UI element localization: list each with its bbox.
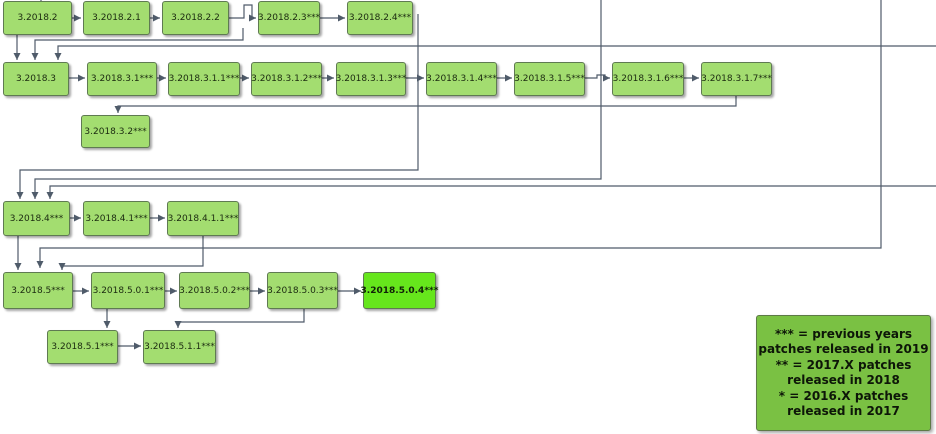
legend-line-5: * = 2016.X patches	[778, 388, 909, 403]
edge-2-2-to-2-3	[229, 4, 256, 22]
node-3-2018-5-0-3[interactable]: 3.2018.5.0.3***	[267, 272, 338, 309]
edge-from-right-1	[54, 45, 936, 60]
node-3-2018-4-1-1[interactable]: 3.2018.4.1.1***	[167, 201, 239, 236]
legend-line-1: *** = previous years	[774, 326, 913, 341]
node-3-2018-3-1-2[interactable]: 3.2018.3.1.2***	[251, 62, 322, 96]
legend-line-6: released in 2017	[787, 404, 900, 418]
node-3-2018-3[interactable]: 3.2018.3	[3, 62, 69, 96]
node-3-2018-5-1[interactable]: 3.2018.5.1***	[47, 330, 118, 364]
node-3-2018-3-1-6[interactable]: 3.2018.3.1.6***	[612, 62, 684, 96]
edge-2-4-to-4	[16, 14, 419, 199]
node-3-2018-3-1-3[interactable]: 3.2018.3.1.3***	[336, 62, 406, 96]
node-3-2018-2-3[interactable]: 3.2018.2.3***	[258, 1, 320, 35]
legend-line-4: released in 2018	[787, 373, 900, 387]
node-3-2018-3-1-7[interactable]: 3.2018.3.1.7***	[701, 62, 772, 96]
node-3-2018-5-0-1[interactable]: 3.2018.5.0.1***	[91, 272, 165, 309]
edge-2-2-to-3	[31, 28, 244, 60]
node-3-2018-2-1[interactable]: 3.2018.2.1	[83, 1, 150, 35]
node-3-2018-2[interactable]: 3.2018.2	[3, 1, 72, 35]
node-3-2018-5[interactable]: 3.2018.5***	[3, 272, 73, 309]
node-3-2018-2-4[interactable]: 3.2018.2.4***	[347, 1, 413, 35]
node-3-2018-3-2[interactable]: 3.2018.3.2***	[81, 115, 150, 148]
node-3-2018-4[interactable]: 3.2018.4***	[3, 201, 70, 236]
node-3-2018-5-0-2[interactable]: 3.2018.5.0.2***	[179, 272, 250, 309]
legend-line-3: ** = 2017.X patches	[775, 357, 912, 372]
edge-5-0-3-to-5-1-1	[174, 309, 305, 328]
node-3-2018-2-2[interactable]: 3.2018.2.2	[162, 1, 229, 35]
node-3-2018-3-1-5[interactable]: 3.2018.3.1.5***	[514, 62, 585, 96]
node-3-2018-5-1-1[interactable]: 3.2018.5.1.1***	[143, 330, 216, 364]
node-3-2018-3-1-4[interactable]: 3.2018.3.1.4***	[426, 62, 497, 96]
node-3-2018-4-1[interactable]: 3.2018.4.1***	[83, 201, 150, 236]
edge-from-right-2	[46, 185, 936, 199]
edge-3-1-5-to-3-1-6	[585, 74, 610, 82]
legend-line-2: patches released in 2019	[758, 342, 929, 356]
legend-box: *** = previous years patches released in…	[756, 315, 931, 431]
edge-4-1-1-to-5	[58, 236, 204, 270]
node-3-2018-3-1[interactable]: 3.2018.3.1***	[87, 62, 157, 96]
node-3-2018-5-0-4[interactable]: 3.2018.5.0.4***	[361, 272, 438, 309]
edge-from-top-2	[36, 0, 882, 268]
edge-to-3-2018-4-a	[31, 45, 602, 199]
edge-3-1-7-to-3-2	[114, 96, 737, 113]
node-3-2018-3-1-1[interactable]: 3.2018.3.1.1***	[168, 62, 240, 96]
